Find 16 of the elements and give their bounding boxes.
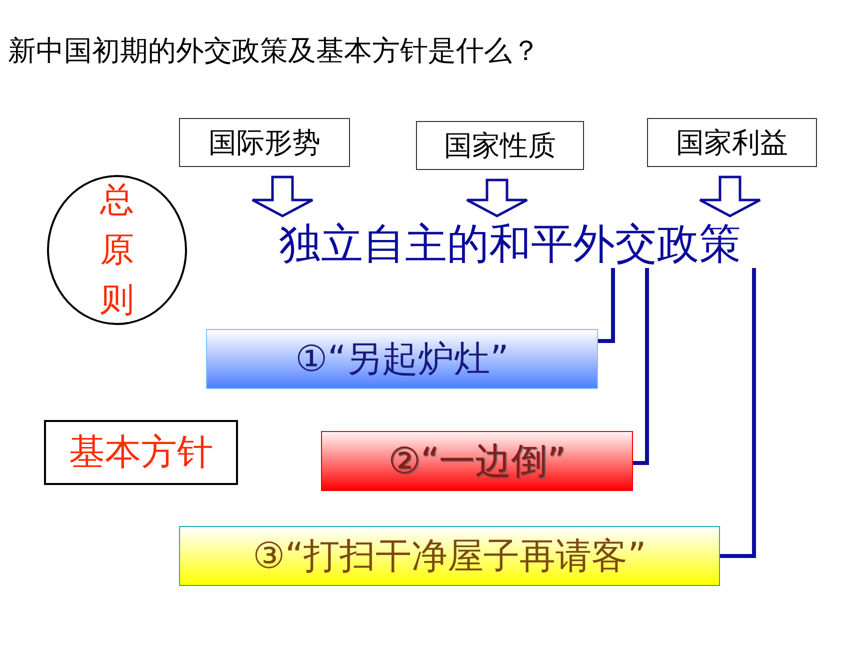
hollow-arrow (466, 178, 528, 218)
label-box: 基本方针 (44, 420, 238, 485)
principle-ellipse: 总原则 (47, 175, 187, 325)
connector-line (720, 268, 756, 558)
guideline-banner: ③“打扫干净屋子再请客” (179, 526, 720, 586)
label-box: 国家性质 (416, 121, 584, 170)
title: 新中国初期的外交政策及基本方针是什么？ (8, 33, 540, 69)
label-box: 国际形势 (179, 118, 350, 167)
connector-line (598, 268, 615, 343)
label-box: 国家利益 (647, 118, 817, 167)
connector-line (633, 268, 649, 465)
guideline-banner: ②“一边倒” (321, 431, 633, 491)
policy-heading: 独立自主的和平外交政策 (240, 220, 780, 268)
guideline-banner: ①“另起炉灶” (206, 329, 598, 389)
hollow-arrow (698, 176, 762, 218)
hollow-arrow (251, 176, 314, 218)
